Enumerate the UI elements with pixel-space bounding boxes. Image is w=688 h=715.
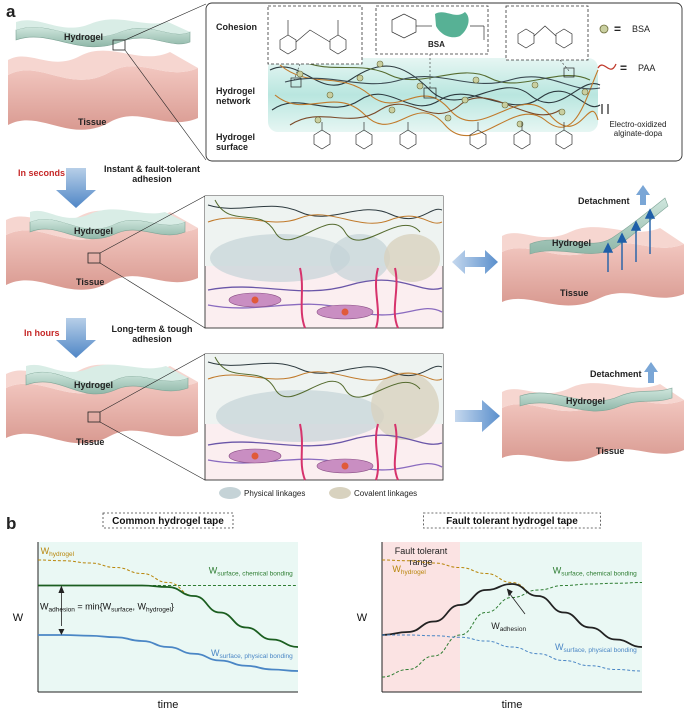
bsa-beads bbox=[296, 60, 589, 128]
polymer-network bbox=[269, 59, 601, 137]
in-seconds-label: In seconds bbox=[18, 168, 66, 178]
plot-area bbox=[38, 542, 298, 692]
x-axis-label: time bbox=[158, 699, 179, 711]
series-line-2 bbox=[381, 583, 643, 648]
bsa-legend-icon bbox=[599, 24, 609, 34]
tissue-label-detach-2: Tissue bbox=[596, 446, 625, 456]
svg-text:=: = bbox=[614, 22, 621, 36]
up-arrow-2 bbox=[644, 362, 658, 383]
time-arrow-2 bbox=[56, 318, 96, 358]
cohesion-label: Cohesion bbox=[216, 22, 258, 32]
hydrogel-peeling bbox=[529, 197, 669, 255]
hydrogel-label-1: Hydrogel bbox=[64, 32, 104, 42]
panel-a-letter: a bbox=[6, 2, 16, 21]
chart-title-box bbox=[423, 512, 601, 529]
tissue-label-1: Tissue bbox=[78, 117, 107, 127]
x-axis-label: time bbox=[502, 699, 523, 711]
hydrogel-sheet-3 bbox=[25, 364, 189, 395]
fault-tolerant-region bbox=[382, 542, 460, 692]
up-arrow-1 bbox=[636, 185, 650, 205]
cohesion-chemistry bbox=[279, 13, 573, 55]
hydrogel-label-detach-1: Hydrogel bbox=[552, 238, 592, 248]
adhesion-pointer-head bbox=[506, 588, 513, 597]
chart-common-hydrogel: Common hydrogel tape time W WhydrogelWsurfa… bbox=[13, 512, 299, 711]
detachment-label-1: Detachment bbox=[578, 196, 630, 206]
detachment-label-2: Detachment bbox=[590, 369, 642, 379]
longterm-adhesion-label: Long-term & tough adhesion bbox=[111, 324, 193, 344]
instant-adhesion-label: Instant & fault-tolerant adhesion bbox=[104, 164, 200, 184]
y-axis-label: W bbox=[13, 612, 24, 624]
series-label-1: Wsurface, chemical bonding bbox=[209, 566, 293, 578]
hydrogel-attached bbox=[519, 387, 673, 412]
paa-legend-icon bbox=[597, 63, 617, 70]
tissue-label-detach-1: Tissue bbox=[560, 288, 589, 298]
series-label-2: Wadhesion bbox=[491, 621, 526, 633]
interface-network-1 bbox=[207, 199, 443, 241]
panel-b-letter: b bbox=[6, 514, 17, 533]
y-axis-label: W bbox=[357, 612, 368, 624]
bsa-legend-label: BSA bbox=[632, 24, 651, 34]
adhesion-equation: Wadhesion = min{Wsurface, Whydrogel} bbox=[40, 602, 174, 614]
dopa-legend-label: Electro-oxidized alginate-dopa bbox=[609, 120, 667, 138]
series-label-3: Wsurface, physical bonding bbox=[555, 642, 637, 654]
paa-legend-label: PAA bbox=[638, 63, 656, 73]
adhesion-pointer bbox=[508, 592, 526, 615]
right-arrow bbox=[455, 400, 500, 432]
bsa-protein-icon bbox=[435, 12, 469, 38]
hydrogel-sheet-2 bbox=[29, 209, 186, 239]
hydrogel-label-3: Hydrogel bbox=[74, 380, 114, 390]
chart-title-box bbox=[102, 512, 234, 529]
covalent-linkage-swatch bbox=[329, 487, 351, 499]
tissue-block-1 bbox=[8, 50, 198, 130]
bracket-arrow-down bbox=[58, 629, 65, 635]
bracket-arrow-up bbox=[58, 585, 65, 593]
series-label-0: Whydrogel bbox=[41, 546, 75, 558]
series-label-3: Wsurface, physical bonding bbox=[211, 648, 293, 660]
svg-text:=: = bbox=[620, 61, 627, 75]
series-label-1: Wsurface, chemical bonding bbox=[553, 566, 637, 578]
double-arrow bbox=[452, 250, 498, 274]
chart-title: Fault tolerant hydrogel tape bbox=[446, 516, 578, 527]
series-label-0: Whydrogel bbox=[392, 564, 426, 576]
tissue-label-3: Tissue bbox=[76, 437, 105, 447]
covalent-linkages-label: Covalent linkages bbox=[354, 489, 418, 498]
hydrogel-label-2: Hydrogel bbox=[74, 226, 114, 236]
hydrogel-network-label: Hydrogel network bbox=[216, 86, 256, 106]
detach-force-arrows-1 bbox=[602, 208, 656, 272]
series-line-2 bbox=[38, 584, 299, 648]
panel-a-graphics: == bbox=[6, 2, 684, 499]
tissue-label-2: Tissue bbox=[76, 277, 105, 287]
series-line-3 bbox=[38, 634, 299, 672]
physical-linkage-swatch bbox=[219, 487, 241, 499]
hydrogel-surface-label: Hydrogel surface bbox=[216, 132, 256, 152]
chart-title: Common hydrogel tape bbox=[112, 516, 224, 527]
hydrogel-sheet-1 bbox=[15, 19, 191, 48]
physical-linkages-label: Physical linkages bbox=[244, 489, 306, 498]
dopa-legend-icon bbox=[601, 104, 609, 114]
hydrogel-label-detach-2: Hydrogel bbox=[566, 396, 606, 406]
tissue-block-detach-2 bbox=[502, 383, 684, 462]
time-arrow-1 bbox=[56, 168, 96, 208]
surface-catechols bbox=[313, 122, 573, 150]
interface-network-2 bbox=[207, 356, 443, 398]
series-line-3 bbox=[382, 634, 643, 672]
in-hours-label: In hours bbox=[24, 328, 60, 338]
bsa-box-label: BSA bbox=[428, 40, 445, 49]
tissue-block-detach-1 bbox=[502, 227, 684, 306]
